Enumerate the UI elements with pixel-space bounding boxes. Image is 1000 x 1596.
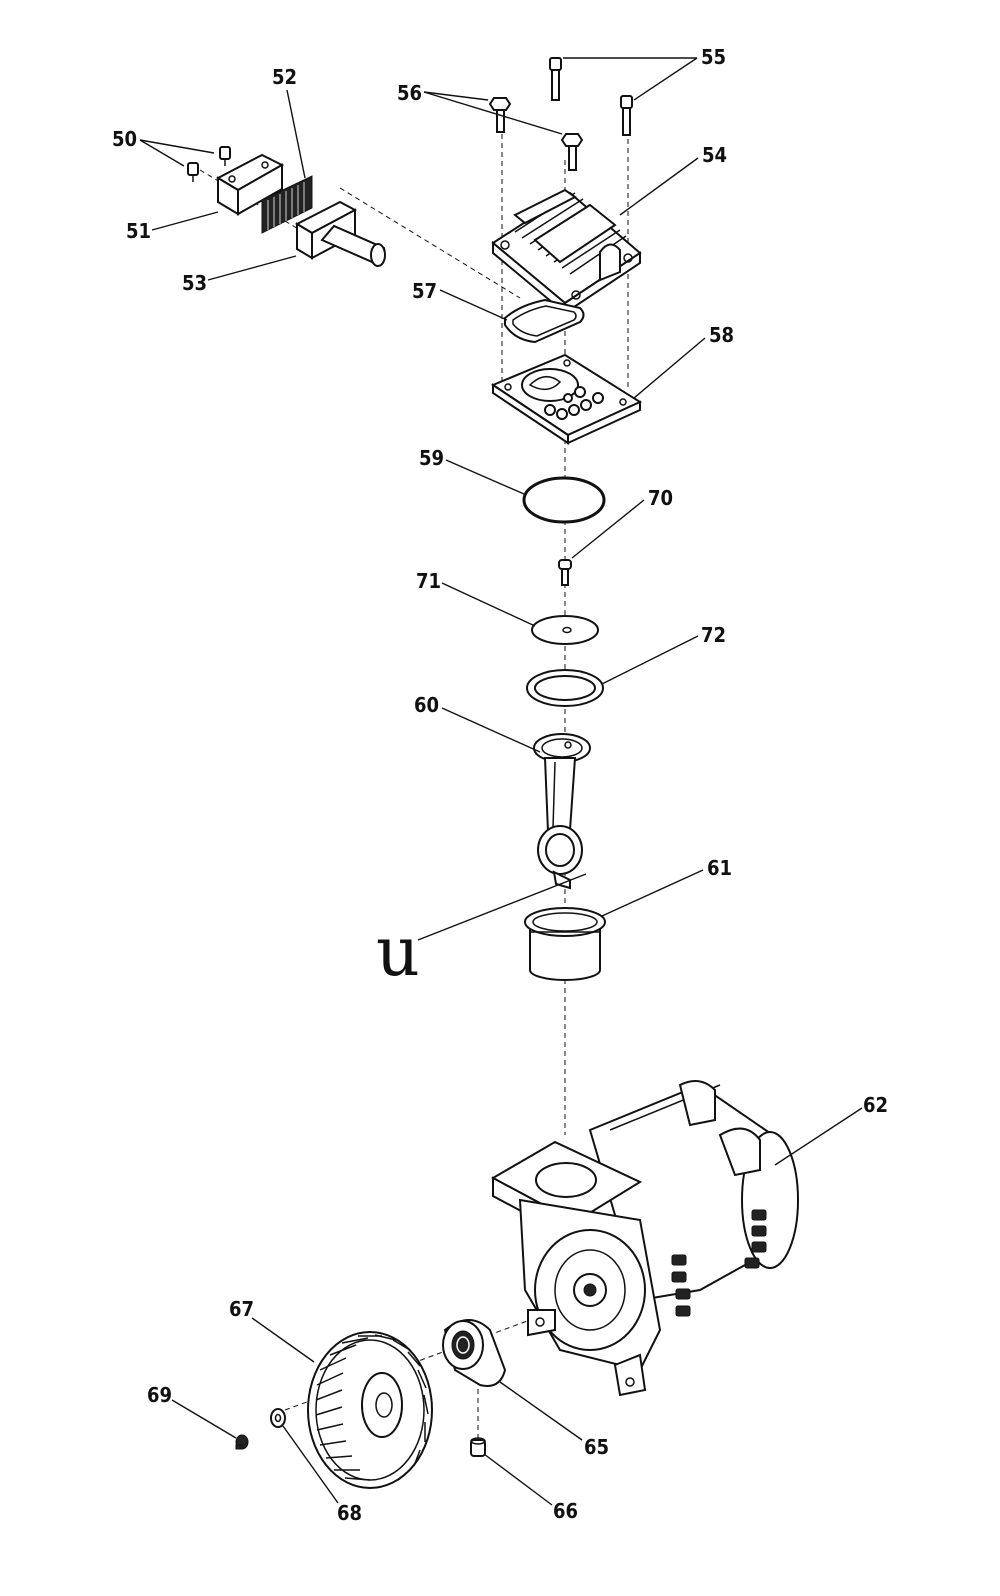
screw-70 bbox=[558, 559, 572, 586]
callout-62: 62 bbox=[863, 1093, 888, 1117]
callout-57: 57 bbox=[412, 279, 437, 303]
bolt-56-left bbox=[488, 97, 512, 133]
callout-53: 53 bbox=[182, 271, 207, 295]
fan-67 bbox=[307, 1331, 433, 1489]
callout-59: 59 bbox=[419, 446, 444, 470]
callout-68: 68 bbox=[337, 1501, 362, 1525]
callout-labels: 50 51 52 53 54 55 56 57 58 59 60 61 62 6… bbox=[112, 45, 888, 1525]
bolt-56-right bbox=[560, 133, 584, 171]
screw-69 bbox=[235, 1434, 249, 1450]
callout-65: 65 bbox=[584, 1435, 609, 1459]
gasket-57 bbox=[504, 298, 585, 344]
leader-lines bbox=[139, 57, 863, 1506]
valve-plate-58 bbox=[490, 353, 643, 445]
callout-70: 70 bbox=[648, 486, 673, 510]
callout-55: 55 bbox=[701, 45, 726, 69]
bolt-55-right bbox=[620, 95, 633, 136]
callout-72: 72 bbox=[701, 623, 726, 647]
screw-50-lower bbox=[187, 162, 199, 182]
callout-50: 50 bbox=[112, 127, 137, 151]
filter-housing-53 bbox=[294, 200, 386, 267]
retainer-plate-71 bbox=[531, 615, 599, 645]
set-screw-66 bbox=[470, 1437, 486, 1457]
callout-56: 56 bbox=[397, 81, 422, 105]
callout-71: 71 bbox=[416, 569, 441, 593]
callout-66: 66 bbox=[553, 1499, 578, 1523]
callout-60: 60 bbox=[414, 693, 439, 717]
callout-58: 58 bbox=[709, 323, 734, 347]
screw-50-upper bbox=[219, 146, 231, 166]
callout-54: 54 bbox=[702, 143, 727, 167]
motor-crankcase-62 bbox=[490, 1080, 799, 1397]
callout-61: 61 bbox=[707, 856, 732, 880]
callout-51: 51 bbox=[126, 219, 151, 243]
stray-letter-u: u bbox=[376, 913, 420, 992]
callout-52: 52 bbox=[272, 65, 297, 89]
cup-seal-72 bbox=[526, 669, 604, 707]
cylinder-head-54 bbox=[491, 188, 642, 316]
callout-67: 67 bbox=[229, 1297, 254, 1321]
washer-68 bbox=[270, 1408, 286, 1428]
cylinder-sleeve-61 bbox=[524, 907, 606, 981]
callout-69: 69 bbox=[147, 1383, 172, 1407]
filter-element-52 bbox=[261, 175, 313, 234]
crank-65 bbox=[442, 1319, 507, 1387]
bolt-55-left bbox=[549, 57, 562, 101]
filter-cover-51 bbox=[215, 153, 285, 216]
connecting-rod-60 bbox=[533, 733, 591, 890]
o-ring-59 bbox=[522, 476, 606, 524]
